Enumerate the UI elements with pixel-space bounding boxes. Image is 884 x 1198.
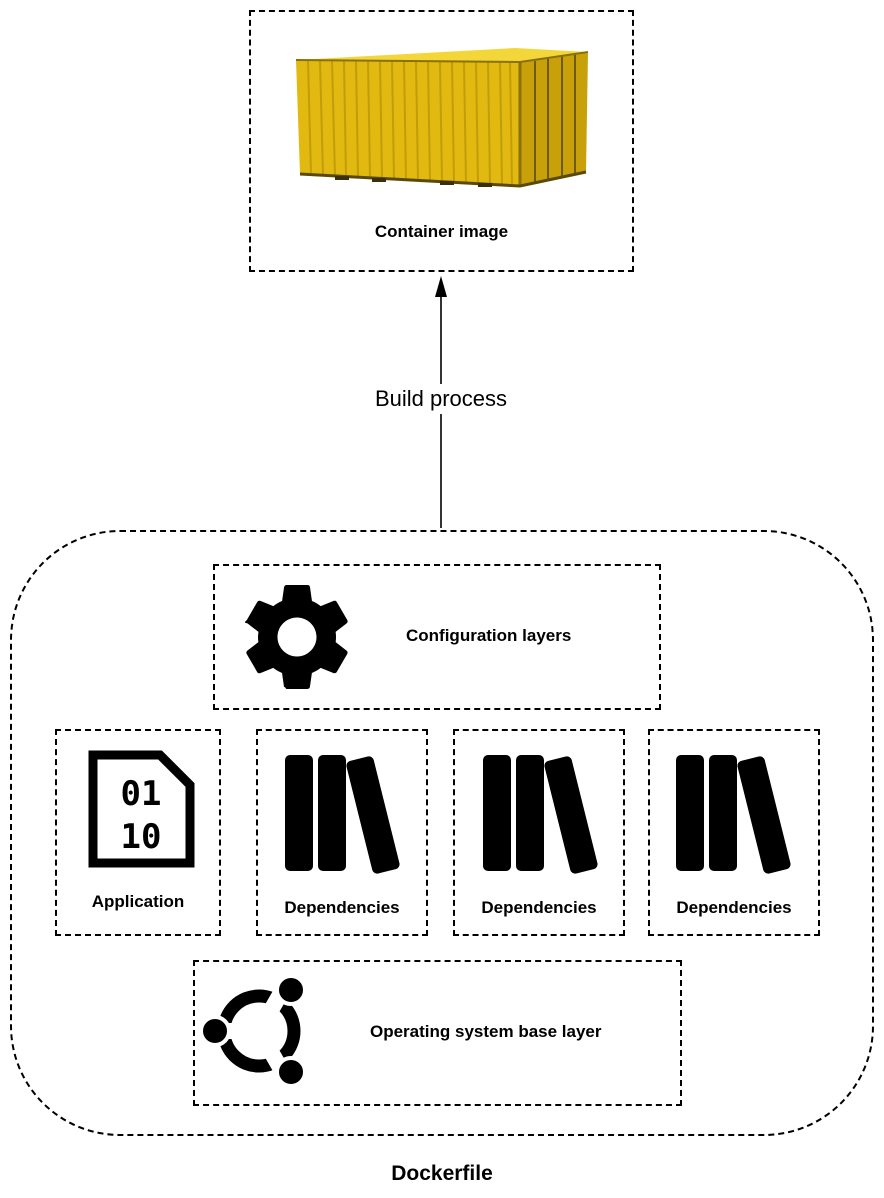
os-base-layer-label: Operating system base layer bbox=[370, 1022, 602, 1041]
dependencies-box-3 bbox=[648, 729, 820, 936]
gear-icon bbox=[244, 585, 348, 689]
dependencies-label-2: Dependencies bbox=[481, 898, 597, 917]
ubuntu-logo-icon bbox=[199, 974, 307, 1088]
dependencies-box-2 bbox=[453, 729, 625, 936]
books-icon bbox=[676, 755, 791, 874]
dependencies-label-1: Dependencies bbox=[284, 898, 400, 917]
build-process-label: Build process bbox=[341, 384, 541, 414]
binary-digits-top: 01 bbox=[121, 774, 162, 814]
dependencies-label-3: Dependencies bbox=[676, 898, 792, 917]
books-icon bbox=[285, 755, 400, 874]
binary-digits-bottom: 10 bbox=[121, 817, 162, 857]
books-icon bbox=[483, 755, 598, 874]
dockerfile-region bbox=[10, 530, 874, 1136]
application-label: Application bbox=[91, 892, 185, 911]
dependencies-box-1 bbox=[256, 729, 428, 936]
dockerfile-label: Dockerfile bbox=[391, 1162, 493, 1185]
configuration-layers-label: Configuration layers bbox=[406, 626, 572, 645]
os-base-layer-box bbox=[193, 960, 682, 1106]
binary-file-icon: 01 10 bbox=[88, 750, 195, 868]
container-image-box bbox=[249, 10, 634, 272]
container-image-label: Container image bbox=[374, 222, 509, 241]
configuration-layer-box bbox=[213, 564, 661, 710]
application-box bbox=[55, 729, 221, 936]
